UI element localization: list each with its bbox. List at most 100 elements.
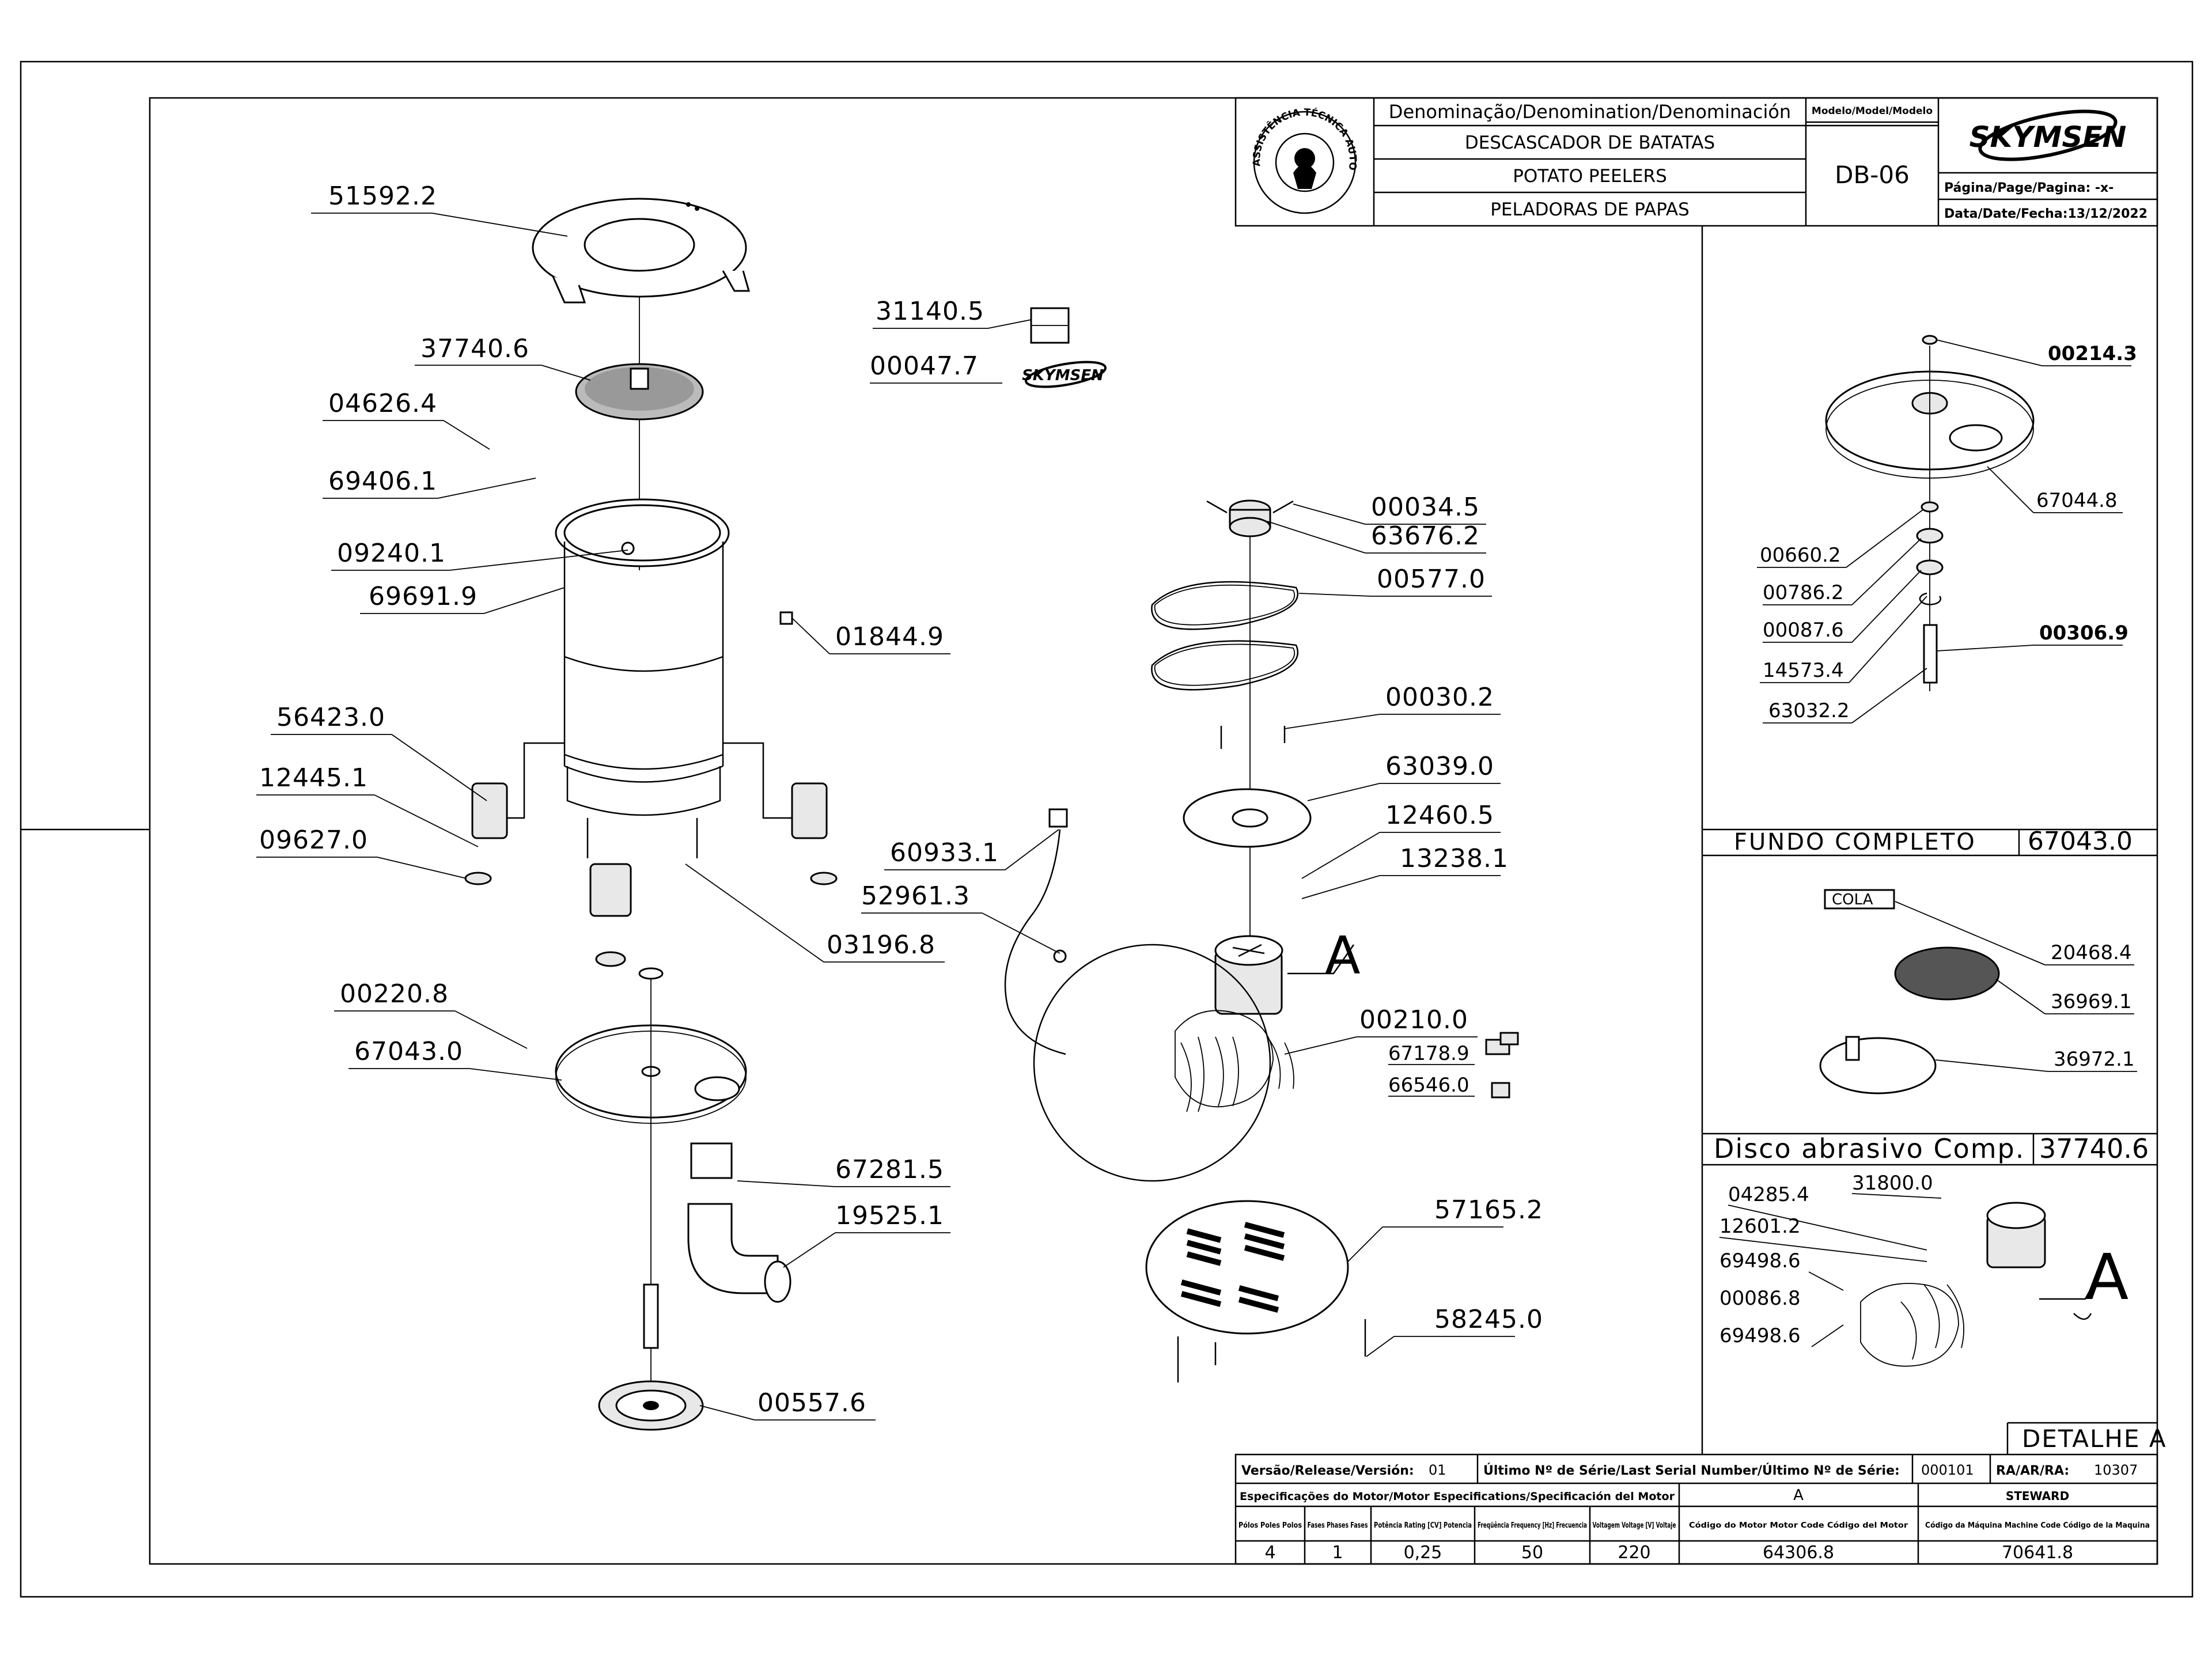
- label-67281-5: 67281.5: [835, 1155, 944, 1184]
- shaft-and-pulley: [598, 1283, 704, 1431]
- brand-sticker: SKYMSEN: [1022, 361, 1107, 388]
- header-machine-code: Código da Máquina Machine Code Código de…: [1925, 1521, 2150, 1530]
- label-04626-4: 04626.4: [328, 389, 437, 418]
- model-number: DB-06: [1835, 161, 1910, 189]
- cola-label: COLA: [1832, 891, 1873, 908]
- label-58245-0: 58245.0: [1434, 1305, 1543, 1334]
- label-36972-1: 36972.1: [2054, 1048, 2135, 1071]
- motor-maker: STEWARD: [2006, 1489, 2069, 1503]
- motor-pulley-63676: [1206, 499, 1294, 537]
- label-36969-1: 36969.1: [2051, 990, 2132, 1013]
- label-00660-2: 00660.2: [1760, 544, 1841, 567]
- header-poles: Pólos Poles Polos: [1238, 1521, 1302, 1530]
- label-00557-6: 00557.6: [757, 1388, 866, 1418]
- label-69498-6-a: 69498.6: [1719, 1249, 1801, 1272]
- label-60933-1: 60933.1: [890, 838, 999, 868]
- motor-guard-57165: [1145, 1200, 1366, 1382]
- disco-abrasivo-code: 37740.6: [2039, 1133, 2149, 1164]
- drain-parts: [687, 1142, 791, 1303]
- model-header: Modelo/Model/Modelo: [1812, 105, 1933, 117]
- value-voltage: 220: [1618, 1543, 1650, 1563]
- label-67043-0: 67043.0: [354, 1037, 463, 1066]
- value-motor-code: 64306.8: [1763, 1543, 1834, 1563]
- value-power: 0,25: [1404, 1543, 1442, 1563]
- date-label: Data/Date/Fecha:13/12/2022: [1944, 207, 2147, 221]
- label-57165-2: 57165.2: [1434, 1195, 1543, 1225]
- label-00087-6: 00087.6: [1763, 619, 1844, 642]
- version-label: Versão/Release/Versión:: [1241, 1464, 1414, 1478]
- label-69691-9: 69691.9: [369, 582, 478, 611]
- version-value: 01: [1429, 1462, 1446, 1478]
- detail-a-mark: A: [1325, 926, 1361, 986]
- label-19525-1: 19525.1: [835, 1201, 944, 1230]
- label-00086-8: 00086.8: [1719, 1287, 1801, 1310]
- part-labels: 51592.2 37740.6 04626.4 69406.1 09240.1 …: [259, 181, 1543, 1418]
- page-label: Página/Page/Pagina: -x-: [1944, 181, 2113, 195]
- label-67044-8: 67044.8: [2036, 489, 2118, 512]
- header-frequency: Freqüência Frequency [Hz] Frecuencia: [1478, 1521, 1587, 1530]
- label-00034-5: 00034.5: [1371, 493, 1480, 522]
- label-00577-0: 00577.0: [1377, 565, 1486, 594]
- serial-value: 000101: [1921, 1462, 1974, 1478]
- bearing-stack: [1916, 501, 1944, 684]
- sticker-brand-text: SKYMSEN: [1022, 367, 1104, 384]
- label-63039-0: 63039.0: [1385, 752, 1494, 781]
- drawing-frame: [149, 97, 2158, 1565]
- label-00220-8: 00220.8: [340, 979, 449, 1009]
- header-voltage: Voltagem Voltage [V] Voltaje: [1593, 1521, 1676, 1530]
- motor-spec-table: Versão/Release/Versión: 01 Último Nº de …: [1234, 1453, 2158, 1565]
- disco-abrasivo-label: Disco abrasivo Comp.: [1714, 1133, 2025, 1164]
- label-09627-0: 09627.0: [259, 825, 368, 855]
- seal-text: ASSISTÊNCIA TÉCNICA AUTORIZADA: [0, 0, 1358, 171]
- name-es: PELADORAS DE PAPAS: [1490, 199, 1690, 220]
- label-20468-4: 20468.4: [2051, 941, 2132, 964]
- header-power: Potência Rating [CV] Potencia: [1374, 1521, 1472, 1530]
- ra-label: RA/AR/RA:: [1996, 1464, 2069, 1478]
- power-cable-52961: [1004, 808, 1068, 1055]
- label-31140-5: 31140.5: [876, 297, 984, 326]
- label-12445-1: 12445.1: [259, 763, 368, 793]
- label-14573-4: 14573.4: [1763, 659, 1844, 682]
- bottom-parts: [1819, 889, 2000, 1094]
- value-frequency: 50: [1521, 1543, 1543, 1563]
- value-machine-code: 70641.8: [2002, 1543, 2073, 1563]
- right-panel-frame: [1701, 226, 2157, 1455]
- label-09240-1: 09240.1: [337, 539, 446, 568]
- header-motor-code: Código do Motor Motor Code Código del Mo…: [1689, 1521, 1908, 1530]
- label-56423-0: 56423.0: [276, 703, 385, 732]
- drum-69691: [555, 498, 793, 816]
- label-04285-4: 04285.4: [1728, 1183, 1809, 1206]
- detail-a-callout: A A: [1287, 926, 2128, 1314]
- label-37740-6: 37740.6: [421, 334, 529, 363]
- label-00210-0: 00210.0: [1359, 1005, 1468, 1035]
- label-00030-2: 00030.2: [1385, 683, 1494, 712]
- label-51592-2: 51592.2: [328, 181, 437, 211]
- terminal-blocks: [1485, 1032, 1519, 1099]
- label-63032-2: 63032.2: [1768, 699, 1850, 722]
- label-67178-9: 67178.9: [1388, 1042, 1469, 1065]
- label-13238-1: 13238.1: [1400, 844, 1509, 873]
- motor-body: [1033, 935, 1294, 1182]
- label-69406-1: 69406.1: [328, 467, 437, 496]
- right-panel-labels: 00214.3 67044.8 00660.2 00786.2 00087.6 …: [1714, 342, 2166, 1453]
- label-12460-5: 12460.5: [1385, 801, 1494, 830]
- brand-logo-text: SKYMSEN: [1969, 120, 2127, 154]
- name-pt: DESCASCADOR DE BATATAS: [1465, 132, 1715, 153]
- ra-value: 10307: [2094, 1462, 2138, 1478]
- label-66546-0: 66546.0: [1388, 1074, 1469, 1097]
- label-52961-3: 52961.3: [861, 881, 970, 911]
- skymsen-logo: SKYMSEN: [1969, 109, 2127, 161]
- lid-51592: [532, 198, 750, 304]
- title-block: ASSISTÊNCIA TÉCNICA AUTORIZADA Denominaç…: [0, 0, 2158, 227]
- label-69498-6-b: 69498.6: [1719, 1324, 1801, 1347]
- label-00306-9: 00306.9: [2039, 622, 2128, 645]
- value-phases: 1: [1332, 1543, 1343, 1563]
- label-00786-2: 00786.2: [1763, 581, 1844, 604]
- belts-00577: [1151, 581, 1299, 691]
- label-31800-0: 31800.0: [1852, 1172, 1933, 1195]
- fundo-completo-label: FUNDO COMPLETO: [1734, 829, 1976, 855]
- label-63676-2: 63676.2: [1371, 521, 1480, 551]
- fundo-completo-code: 67043.0: [2028, 827, 2133, 856]
- label-01844-9: 01844.9: [835, 622, 944, 652]
- denomination-header: Denominação/Denomination/Denominación: [1389, 101, 1791, 123]
